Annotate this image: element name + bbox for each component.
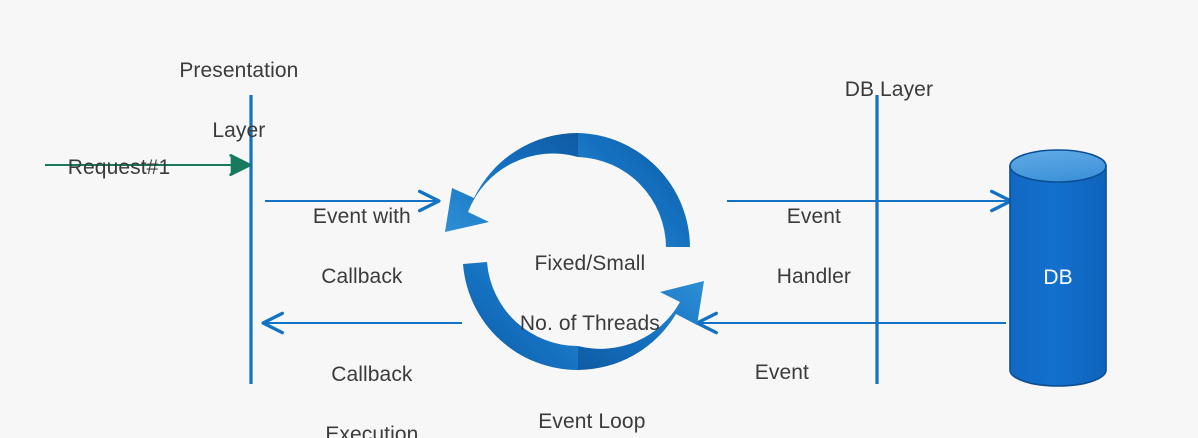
presentation-layer-label-line2: Layer [212,119,266,142]
event-loop-arc-bottom-right-arrowhead [578,281,704,370]
db-layer-label: DB Layer [844,78,934,101]
threads-label: Fixed/Small No. of Threads [478,219,678,369]
request-label: Request#1 [67,156,171,179]
event-handler-line2: Handler [776,265,851,288]
event-loop-label: Event Loop [538,410,646,433]
db-label: DB [1043,266,1073,289]
presentation-layer-label: Presentation Layer [143,26,311,176]
callback-execution-line2: Execution [325,423,419,438]
threads-label-line1: Fixed/Small [534,252,646,275]
callback-execution-label: Callback Execution [272,330,448,438]
presentation-layer-label-line1: Presentation [179,59,299,82]
callback-execution-line1: Callback [331,363,413,386]
event-with-callback-line1: Event with [312,205,411,228]
event-with-callback-label: Event with Callback [264,172,436,322]
event-handler-label: Event Handler [716,172,888,322]
event-loop-arc-left-arrowhead [445,132,578,232]
event-loop-arc-right [578,133,690,247]
threads-label-line2: No. of Threads [519,312,660,335]
event-loop-arc-bottom-left [463,262,578,371]
event-label: Event [754,361,809,384]
event-handler-line1: Event [786,205,841,228]
db-cylinder [1009,149,1107,387]
event-with-callback-line2: Callback [321,265,403,288]
